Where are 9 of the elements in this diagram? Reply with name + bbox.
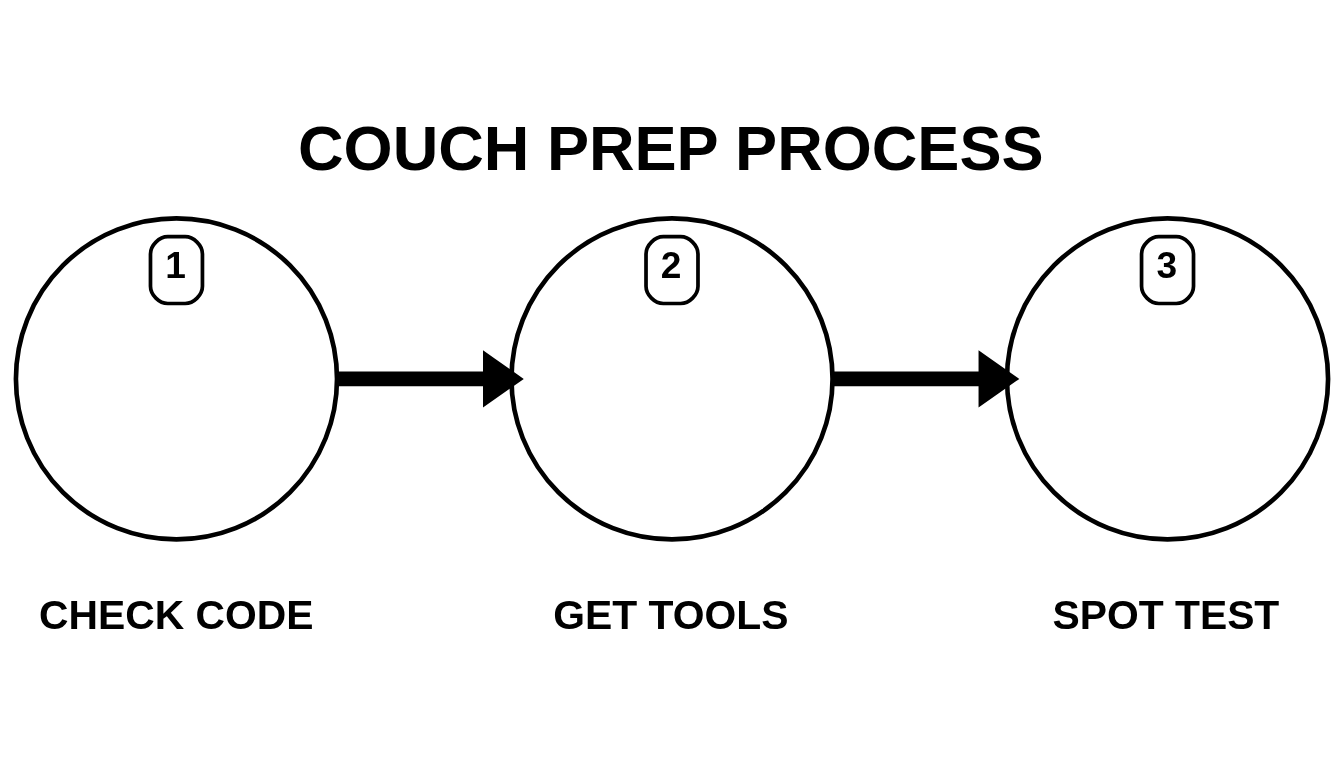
node-circle: 2 (509, 216, 835, 542)
arrow (337, 350, 524, 408)
node-label: CHECK CODE (39, 591, 314, 638)
node-label: GET TOOLS (553, 591, 789, 638)
node-circle: 3 (1004, 216, 1331, 542)
arrow (832, 350, 1020, 408)
diagram-title: COUCH PREP PROCESS (298, 113, 1044, 184)
node-circle: 1 (13, 216, 340, 542)
node-label: SPOT TEST (1052, 591, 1280, 638)
